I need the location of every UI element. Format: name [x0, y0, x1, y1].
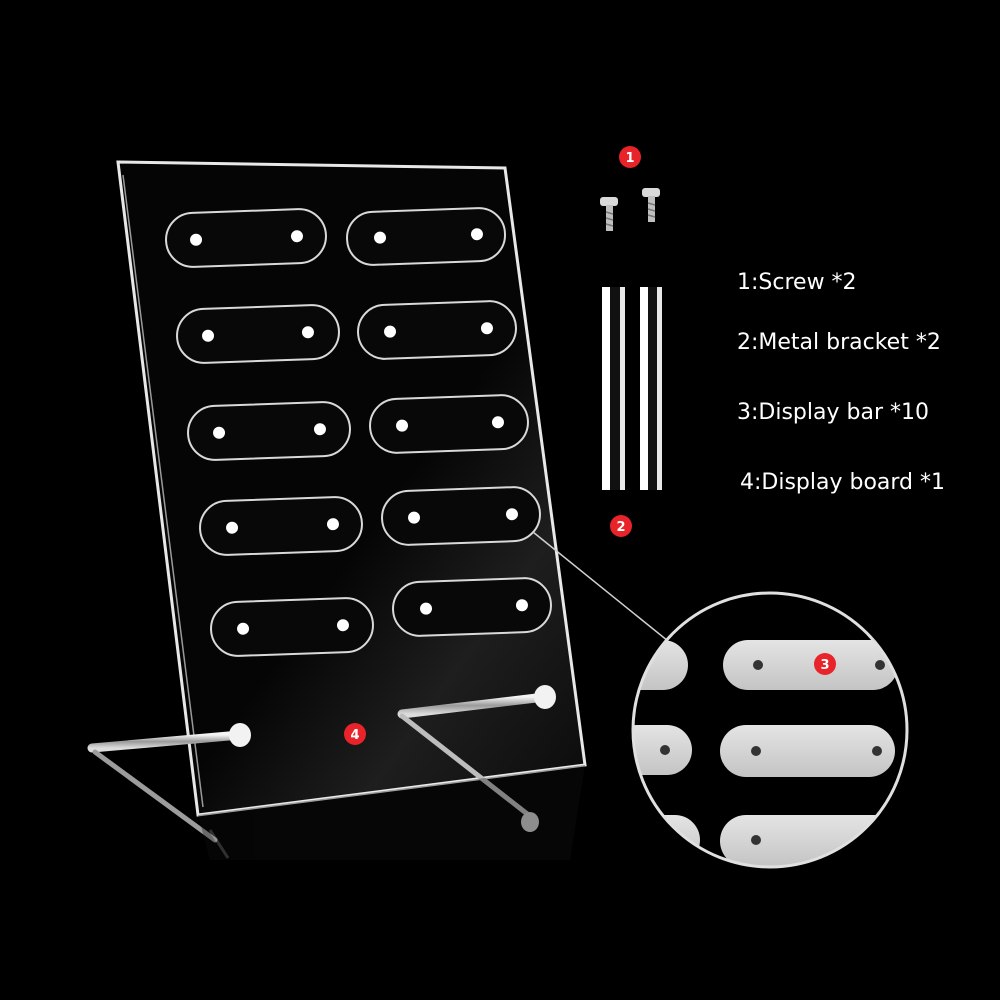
- badge-label: 2: [616, 520, 625, 535]
- badge-bracket: 2: [610, 515, 632, 537]
- board-reflection: [198, 765, 585, 860]
- display-bars-right: [346, 207, 552, 637]
- display-bar: [187, 401, 351, 461]
- part-label-metal-bracket: 2:Metal bracket *2: [737, 330, 941, 355]
- display-bar: [176, 304, 340, 364]
- display-bar: [199, 496, 363, 556]
- display-bar: [346, 207, 507, 266]
- badge-board: 4: [344, 723, 366, 745]
- part-label-display-bar: 3:Display bar *10: [737, 400, 929, 425]
- zoom-bar: [633, 725, 692, 775]
- display-bar: [357, 300, 517, 360]
- zoom-leader-line: [532, 531, 669, 642]
- screw-icon: [600, 197, 618, 231]
- display-bar: [392, 577, 552, 637]
- display-bar: [369, 394, 529, 454]
- display-bars-left: [165, 208, 374, 657]
- stand-rods: [87, 685, 556, 843]
- metal-bracket-icon: [640, 287, 662, 490]
- part-label-screw: 1:Screw *2: [737, 270, 857, 295]
- badge-label: 1: [625, 151, 634, 166]
- zoom-detail: [631, 591, 909, 869]
- badge-bar: 3: [814, 653, 836, 675]
- badge-label: 4: [350, 728, 359, 743]
- zoom-bar: [720, 725, 895, 777]
- screws: [600, 188, 660, 231]
- display-bar: [210, 597, 374, 657]
- badge-label: 3: [820, 658, 829, 673]
- zoom-bar: [720, 815, 900, 867]
- badge-screw: 1: [619, 146, 641, 168]
- metal-brackets: [602, 287, 662, 490]
- screw-icon: [642, 188, 660, 222]
- display-bar: [381, 486, 541, 546]
- zoom-bar: [723, 640, 898, 690]
- part-label-display-board: 4:Display board *1: [740, 470, 946, 495]
- metal-bracket-icon: [602, 287, 625, 490]
- display-bar: [165, 208, 327, 268]
